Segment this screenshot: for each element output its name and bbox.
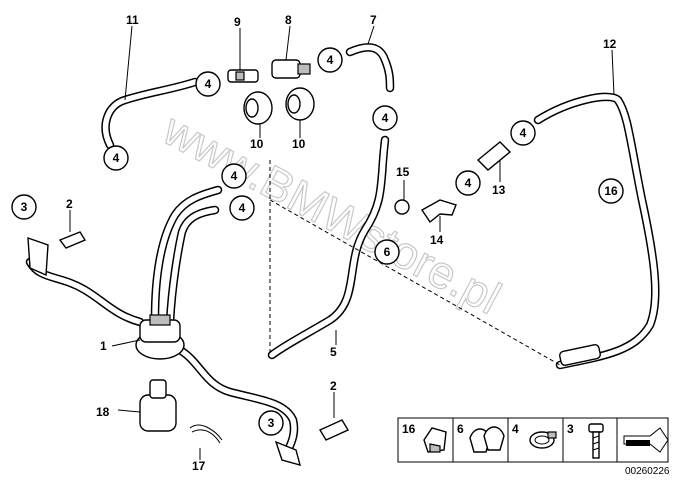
callout-circle-4b: 4 xyxy=(317,47,343,73)
callout-14: 14 xyxy=(430,233,444,247)
double-clip-icon xyxy=(469,426,505,453)
part-18-filter xyxy=(139,379,177,432)
callout-13: 13 xyxy=(492,183,506,197)
svg-text:4: 4 xyxy=(382,111,389,125)
svg-text:16: 16 xyxy=(604,184,618,198)
svg-text:4: 4 xyxy=(205,77,212,91)
callout-circle-6: 6 xyxy=(374,239,400,265)
callout-12: 12 xyxy=(603,37,617,51)
svg-text:4: 4 xyxy=(231,169,238,183)
callout-18: 18 xyxy=(96,405,110,419)
arrow-icon xyxy=(623,427,669,453)
part-13-sleeve xyxy=(476,141,512,171)
callout-circle-3b: 3 xyxy=(258,410,284,436)
callout-7: 7 xyxy=(370,13,377,27)
callout-8: 8 xyxy=(285,13,292,27)
callout-circle-4c: 4 xyxy=(103,145,129,171)
part-3-bracket-a xyxy=(27,236,49,277)
callout-15: 15 xyxy=(396,165,410,179)
svg-text:4: 4 xyxy=(239,201,246,215)
legend-label-3: 3 xyxy=(567,422,574,436)
callout-9: 9 xyxy=(234,15,241,29)
hose-7 xyxy=(345,43,395,93)
callout-2a: 2 xyxy=(66,197,73,211)
callout-1: 1 xyxy=(100,339,107,353)
legend-label-16: 16 xyxy=(402,422,416,436)
hose-main-up2 xyxy=(165,205,220,327)
hose-12 xyxy=(533,92,660,370)
part-17-clip xyxy=(189,424,223,444)
callout-circle-4a: 4 xyxy=(195,71,221,97)
callout-circle-16: 16 xyxy=(598,178,624,204)
svg-text:4: 4 xyxy=(520,126,527,140)
svg-text:4: 4 xyxy=(113,151,120,165)
callout-circle-3a: 3 xyxy=(11,194,37,220)
callout-5: 5 xyxy=(330,345,337,359)
legend-label-6: 6 xyxy=(457,422,464,436)
svg-text:6: 6 xyxy=(384,245,391,259)
reference-code: 00260226 xyxy=(625,466,670,477)
leader-lines xyxy=(69,25,615,460)
callout-17: 17 xyxy=(192,459,206,473)
callout-circle-4g: 4 xyxy=(221,163,247,189)
svg-text:4: 4 xyxy=(465,176,472,190)
callout-circle-4d: 4 xyxy=(372,105,398,131)
callout-10a: 10 xyxy=(250,137,264,151)
hose-main-right xyxy=(175,345,299,455)
callout-11: 11 xyxy=(126,13,139,27)
part-10-grommet-b xyxy=(285,87,315,121)
callout-circle-4f: 4 xyxy=(455,170,481,196)
callout-10b: 10 xyxy=(292,137,306,151)
svg-text:3: 3 xyxy=(21,200,28,214)
part-2-clip-b xyxy=(318,419,350,441)
part-3-bracket-b xyxy=(274,440,301,467)
clamp-icon xyxy=(423,427,447,453)
svg-text:4: 4 xyxy=(327,53,334,67)
hose-clamp-icon xyxy=(529,431,557,449)
part-2-clip-a xyxy=(58,231,87,249)
hose-end-sleeve xyxy=(559,344,601,366)
part-8-connector xyxy=(271,59,311,79)
legend: 16 6 4 3 xyxy=(397,417,669,463)
part-9-valve xyxy=(227,69,259,83)
part-14-elbow xyxy=(420,199,457,224)
hose-main-up xyxy=(150,185,223,323)
svg-text:3: 3 xyxy=(268,416,275,430)
legend-label-4: 4 xyxy=(512,422,519,436)
bolt-icon xyxy=(588,423,604,459)
part-10-grommet-a xyxy=(243,91,273,125)
callout-circle-4h: 4 xyxy=(229,195,255,221)
part-15-oring xyxy=(394,199,410,215)
callout-circle-4e: 4 xyxy=(510,120,536,146)
hose-5 xyxy=(267,135,390,360)
part-1-pump xyxy=(135,314,185,360)
callout-2b: 2 xyxy=(330,379,337,393)
